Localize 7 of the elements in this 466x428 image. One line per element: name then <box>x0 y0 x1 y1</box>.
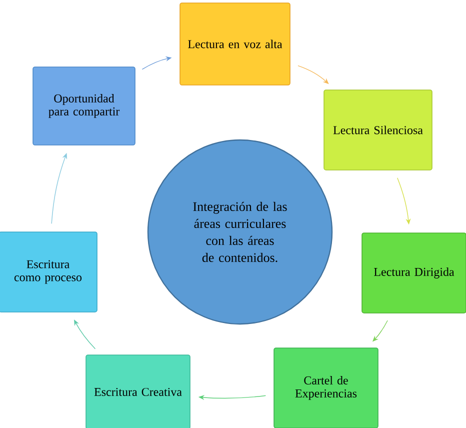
step-box: Cartel de Experiencias <box>274 348 378 428</box>
step-box: Escritura Creativa <box>86 354 190 428</box>
step-box: Oportunidad para compartir <box>32 66 136 146</box>
step-box: Lectura Dirigida <box>362 232 466 314</box>
step-box: Escritura como proceso <box>0 232 98 312</box>
step-box: Lectura Silenciosa <box>324 90 432 170</box>
step-box: Lectura en voz alta <box>180 2 290 86</box>
